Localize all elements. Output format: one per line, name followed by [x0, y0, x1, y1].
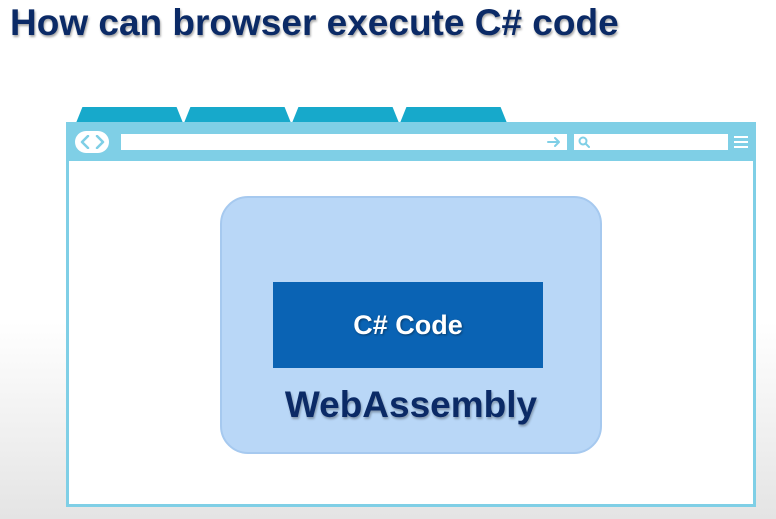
csharp-code-box: C# Code — [273, 282, 543, 368]
nav-buttons — [75, 131, 109, 153]
csharp-code-label: C# Code — [353, 309, 463, 340]
back-arrow-icon[interactable] — [79, 135, 91, 149]
webassembly-label: WebAssembly — [284, 384, 538, 425]
search-input[interactable] — [574, 134, 728, 150]
browser-tab[interactable] — [76, 107, 183, 123]
forward-arrow-icon[interactable] — [94, 135, 106, 149]
go-arrow-icon[interactable] — [547, 136, 561, 148]
browser-tab[interactable] — [184, 107, 291, 123]
hamburger-menu-icon[interactable] — [734, 136, 748, 149]
search-icon — [578, 136, 590, 148]
browser-toolbar — [69, 125, 753, 161]
address-bar[interactable] — [121, 134, 567, 150]
browser-tab[interactable] — [292, 107, 399, 123]
browser-tab[interactable] — [400, 107, 507, 123]
slide-title: How can browser execute C# code — [10, 2, 619, 43]
